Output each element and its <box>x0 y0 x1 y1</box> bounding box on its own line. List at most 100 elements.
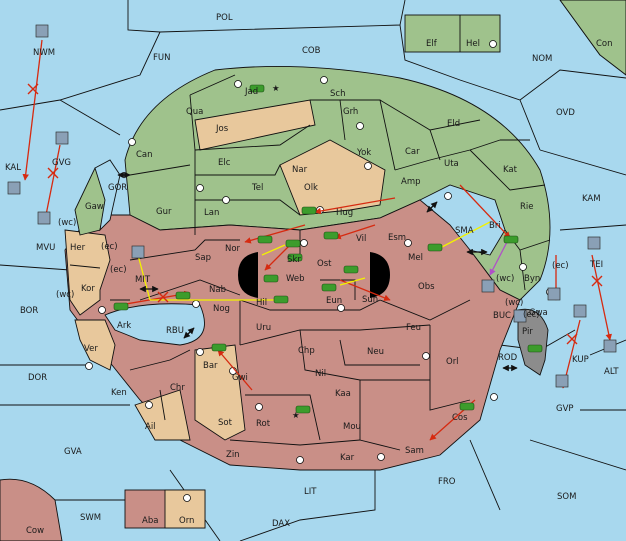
label-OVD: OVD <box>556 108 575 118</box>
label-GVP: GVP <box>556 404 574 414</box>
label-Chr: Chr <box>170 383 185 393</box>
label-RBU: RBU <box>166 326 184 336</box>
label-Mel: Mel <box>408 253 423 263</box>
label-Esm: Esm <box>388 233 406 243</box>
label-Con: Con <box>596 39 613 49</box>
label-BOR: BOR <box>20 306 38 316</box>
label-DOR: DOR <box>28 373 47 383</box>
label-Chp: Chp <box>298 346 315 356</box>
label-Nog: Nog <box>213 304 230 314</box>
label-Her: Her <box>70 243 86 253</box>
label-POL: POL <box>216 13 233 23</box>
label-Uru: Uru <box>256 323 271 333</box>
label-KAM: KAM <box>582 194 601 204</box>
label-Feu: Feu <box>406 323 421 333</box>
label-Ken: Ken <box>111 388 127 398</box>
label-Uta: Uta <box>444 159 459 169</box>
label-Mou: Mou <box>343 422 361 432</box>
supply-centers <box>85 40 554 502</box>
label-DAX: DAX <box>272 519 290 529</box>
label-SWM: SWM <box>80 513 101 523</box>
label-ec-b: (ec) <box>523 310 540 320</box>
label-Sch: Sch <box>330 89 345 99</box>
barrier-east <box>370 252 390 298</box>
label-Skr: Skr <box>287 255 301 265</box>
barrier-west <box>238 252 258 298</box>
label-MIT: MIT <box>135 275 151 285</box>
label-Can: Can <box>136 150 153 160</box>
label-Hel: Hel <box>466 39 480 49</box>
label-ec-tei: (ec) <box>552 261 569 271</box>
label-Kar: Kar <box>340 453 355 463</box>
label-Jos: Jos <box>215 124 229 134</box>
svg-text:★: ★ <box>272 84 280 94</box>
failed-order-marks <box>27 83 603 345</box>
orders <box>22 39 612 441</box>
territory-con[interactable] <box>559 0 626 76</box>
units: ★ ★ <box>7 24 617 421</box>
label-Elc: Elc <box>218 158 231 168</box>
label-Bar: Bar <box>203 361 218 371</box>
label-Cow: Cow <box>26 526 44 536</box>
label-FRO: FRO <box>438 477 456 487</box>
label-Web: Web <box>286 274 305 284</box>
label-Eld: Eld <box>447 119 460 129</box>
label-SMA: SMA <box>455 226 474 236</box>
territory-elf-hel-box[interactable] <box>404 14 501 53</box>
label-TEI: TEI <box>589 260 603 270</box>
label-BUC: BUC <box>493 311 511 321</box>
label-ec_her: (ec) <box>101 242 118 252</box>
label-Ark: Ark <box>117 321 131 331</box>
label-wc-ec-a: (wc) <box>496 274 514 284</box>
label-Nar: Nar <box>292 165 308 175</box>
label-Gwa: Gwa <box>529 308 548 318</box>
label-wc-buc: (wc) <box>505 298 523 308</box>
label-Sot: Sot <box>218 418 233 428</box>
label-ALT: ALT <box>604 367 619 377</box>
label-Qua: Qua <box>186 107 203 117</box>
label-Amp: Amp <box>401 177 421 187</box>
label-NWM: NWM <box>33 48 55 58</box>
label-GVG: GVG <box>52 158 71 168</box>
label-KUP: KUP <box>572 355 589 365</box>
sea-labels: POL COB FUN NWM NOM Con OVD KAL GVG GOR … <box>5 13 619 536</box>
label-Rie: Rie <box>520 202 534 212</box>
land-labels: Elf Hel Jad Sch Qua Jos Grh Eld Can Yok … <box>56 39 548 526</box>
label-Gwi: Gwi <box>232 373 248 383</box>
label-wc-mvu: (wc) <box>58 218 76 228</box>
territory-cow[interactable] <box>0 478 63 541</box>
label-COB: COB <box>302 46 321 56</box>
label-Nil: Nil <box>315 369 326 379</box>
label-Orl: Orl <box>446 357 459 367</box>
label-GVA: GVA <box>64 447 82 457</box>
label-Lan: Lan <box>204 208 219 218</box>
label-Sun: Sun <box>362 295 378 305</box>
label-Gaw: Gaw <box>85 202 104 212</box>
label-KAL: KAL <box>5 163 21 173</box>
label-Elf: Elf <box>426 39 438 49</box>
label-MVU: MVU <box>36 243 55 253</box>
label-Jad: Jad <box>244 87 258 97</box>
label-Zin: Zin <box>226 450 240 460</box>
label-Orn: Orn <box>179 516 194 526</box>
label-Vil: Vil <box>356 234 366 244</box>
label-Obs: Obs <box>418 282 435 292</box>
label-wc_kor: (wc) <box>56 290 74 300</box>
label-Tel: Tel <box>251 183 263 193</box>
label-Sam: Sam <box>405 446 424 456</box>
label-Car: Car <box>405 147 420 157</box>
label-LIT: LIT <box>304 487 317 497</box>
label-Rot: Rot <box>256 419 271 429</box>
label-SOM: SOM <box>557 492 576 502</box>
label-Sap: Sap <box>195 253 211 263</box>
label-ec-mit: (ec) <box>110 265 127 275</box>
label-Aba: Aba <box>142 516 158 526</box>
label-Kaa: Kaa <box>335 389 351 399</box>
label-Ost: Ost <box>317 259 332 269</box>
label-Byn: Byn <box>524 274 540 284</box>
label-Kat: Kat <box>503 165 518 175</box>
label-Bri: Bri <box>489 221 501 231</box>
label-ROD: ROD <box>498 353 518 363</box>
label-Neu: Neu <box>367 347 384 357</box>
